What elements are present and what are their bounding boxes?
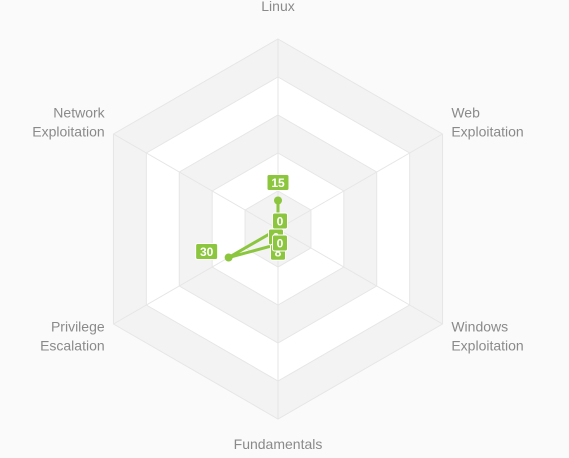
data-label: 30 [195, 243, 219, 260]
data-label: 15 [266, 174, 290, 191]
data-label-box [266, 174, 290, 191]
axis-label: Linux [261, 0, 294, 14]
data-label-text: 0 [277, 215, 284, 229]
data-label: 0 [272, 212, 288, 230]
data-label-box [272, 234, 288, 252]
axis-label-line: Fundamentals [234, 436, 323, 452]
axis-label-line: Linux [261, 0, 294, 14]
data-labels: 15008300 [195, 174, 290, 261]
data-label: 0 [272, 234, 288, 252]
radar-spoke [277, 133, 443, 230]
axis-label-line: Exploitation [451, 338, 523, 354]
axis-label-line: Escalation [40, 338, 105, 354]
data-label-text: 0 [277, 237, 284, 251]
axis-label-line: Windows [451, 319, 508, 335]
data-label-text: 8 [275, 246, 282, 260]
radar-spoke [277, 228, 443, 325]
data-label-text: 15 [271, 176, 285, 190]
axis-label-line: Privilege [51, 319, 105, 335]
radar-spoke [113, 133, 279, 230]
data-point[interactable] [274, 196, 282, 205]
data-label-box [272, 212, 288, 230]
data-point[interactable] [224, 253, 233, 262]
axis-label-line: Network [53, 105, 105, 121]
axis-label-line: Exploitation [32, 124, 104, 140]
axis-label: Fundamentals [234, 436, 323, 452]
axis-label-line: Web [451, 105, 480, 121]
data-label-box [195, 243, 219, 260]
axis-label-line: Exploitation [451, 124, 523, 140]
data-label-text: 30 [200, 245, 214, 259]
